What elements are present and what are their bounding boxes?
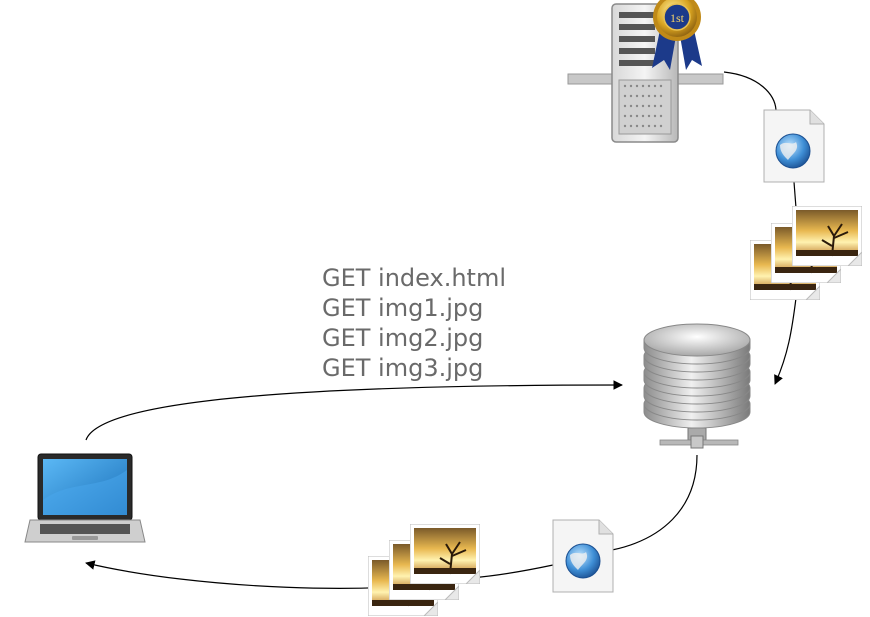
request-arrow xyxy=(85,380,623,441)
request-line: GET img3.jpg xyxy=(322,354,484,382)
cache-to-document-line xyxy=(611,454,698,551)
document-to-images-line xyxy=(793,181,797,209)
server-to-document-line xyxy=(723,71,777,111)
image-stack-icon-bottom xyxy=(368,524,480,616)
origin-server-icon xyxy=(567,3,724,143)
award-ribbon-icon: 1st xyxy=(652,0,702,70)
laptop-icon xyxy=(24,453,146,543)
html-document-icon xyxy=(763,109,825,183)
document-to-images-line-bottom xyxy=(469,564,554,579)
request-line: GET img2.jpg xyxy=(322,324,484,352)
request-line: GET img1.jpg xyxy=(322,294,484,322)
cache-database-icon xyxy=(643,323,751,449)
request-line: GET index.html xyxy=(322,264,507,292)
html-document-icon-bottom xyxy=(552,519,614,593)
image-stack-icon xyxy=(750,206,862,300)
award-badge-label: 1st xyxy=(670,11,685,25)
images-to-cache-arrow xyxy=(774,297,797,385)
